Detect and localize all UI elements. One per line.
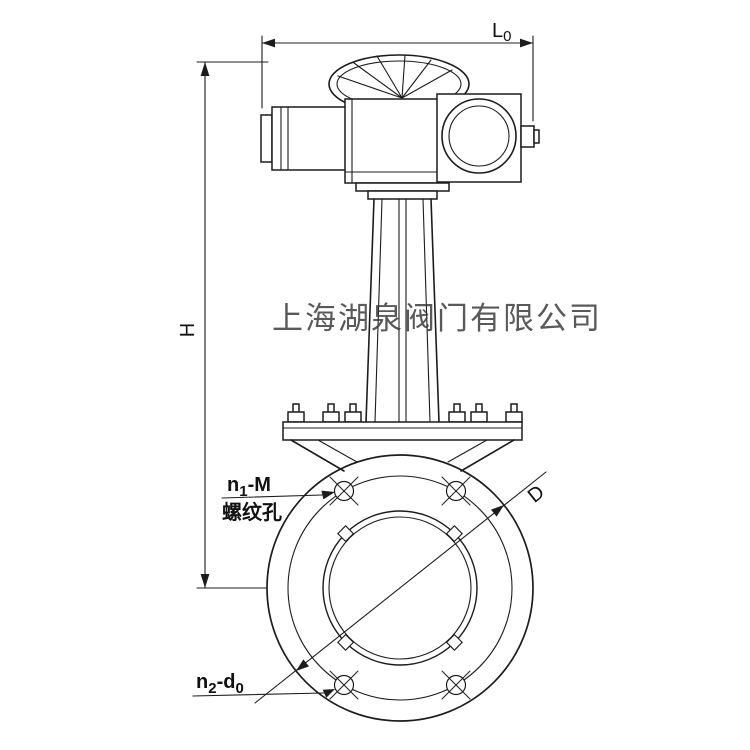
- bolt-hole: [441, 670, 471, 700]
- dimension-h: H: [177, 61, 269, 589]
- bolt: [448, 403, 466, 423]
- bore-notches: [337, 525, 463, 651]
- company-watermark: 上海湖泉阀门有限公司: [272, 301, 602, 336]
- label-n1-m: n1-M: [227, 474, 271, 500]
- bolt: [322, 403, 340, 423]
- bolt: [505, 403, 523, 423]
- arrowhead: [322, 689, 335, 698]
- valve-body-flange: [266, 454, 534, 722]
- dim-label-l0: L0: [492, 20, 511, 45]
- bolt: [287, 403, 305, 423]
- arrowhead: [520, 38, 533, 48]
- arrowhead: [200, 574, 210, 588]
- bonnet-flange-plate: [282, 421, 523, 441]
- arrowhead: [262, 38, 275, 48]
- handwheel-spokes: [337, 54, 453, 99]
- leader-n2: n2-d0: [192, 671, 335, 698]
- actuator-motor: [260, 106, 349, 171]
- dim-label-h: H: [177, 323, 199, 337]
- dimension-l0: L0: [261, 20, 534, 122]
- actuator-mounting-flange: [355, 182, 450, 200]
- arrowhead: [321, 490, 335, 500]
- flange-bolt-holes: [329, 476, 471, 700]
- bolt: [470, 403, 488, 423]
- yoke: [365, 198, 440, 423]
- label-n2-d0: n2-d0: [196, 671, 244, 697]
- valve-neck: [290, 439, 515, 472]
- bolt: [344, 403, 362, 423]
- leader-n1: n1-M 螺纹孔: [221, 474, 335, 524]
- arrowhead: [200, 62, 210, 76]
- actuator-handwheel-housing: [436, 93, 540, 183]
- bolt-hole: [329, 670, 359, 700]
- dim-label-d: D: [524, 481, 549, 507]
- bolt-hole: [441, 476, 471, 506]
- label-threaded-holes: 螺纹孔: [222, 500, 282, 524]
- bolt-hole: [329, 476, 359, 506]
- actuator-gearbox: [344, 98, 441, 184]
- bonnet-bolts: [287, 403, 523, 423]
- arrowhead: [491, 505, 504, 517]
- arrowhead: [296, 659, 309, 671]
